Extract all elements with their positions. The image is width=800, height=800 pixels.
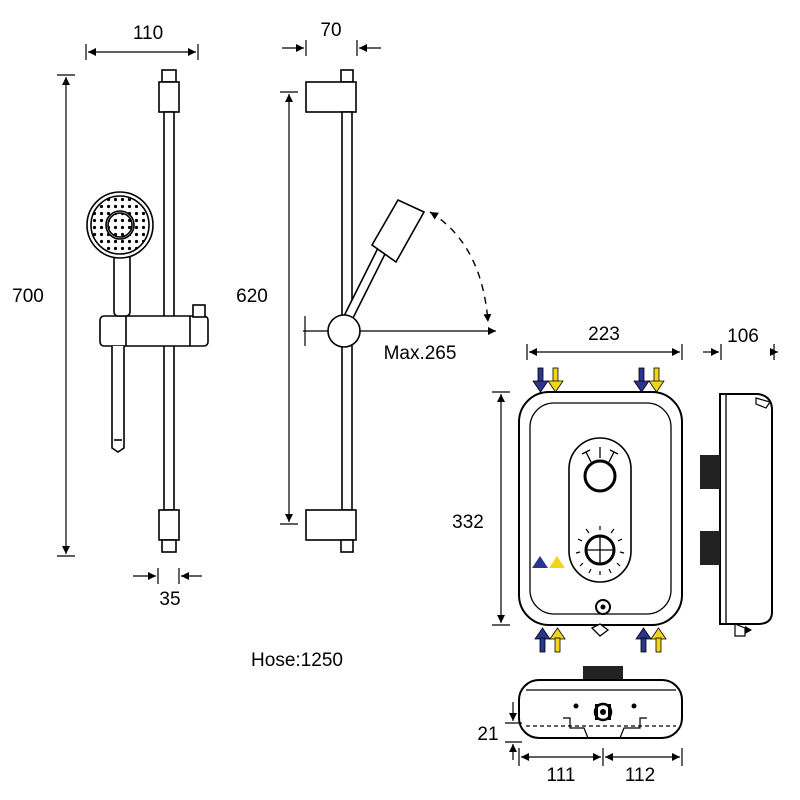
hose-front [111, 346, 125, 453]
handset-side [341, 198, 426, 321]
temperature-knob [581, 447, 619, 493]
inlet-left-111-label: 111 [547, 765, 576, 786]
up-arrow-icon [635, 627, 652, 653]
height-700-label: 700 [12, 286, 44, 307]
hot-indicator-icon [549, 556, 565, 568]
depth-106-dimension: 106 [703, 326, 778, 360]
diameter-35-dimension: 35 [133, 568, 202, 610]
up-arrow-icon [650, 627, 667, 653]
up-arrow-icon [549, 627, 566, 653]
side-connector-top [700, 455, 720, 489]
unit-bottom-view: 21 111 112 [477, 666, 683, 786]
width-223-label: 223 [588, 324, 620, 345]
bottom-inlet-arrows [534, 627, 667, 653]
height-620-dimension: 620 [236, 91, 298, 525]
power-dial [575, 526, 625, 575]
height-700-dimension: 700 [12, 74, 75, 557]
unit-side-casing [719, 393, 773, 625]
hose-length-label: Hose:1250 [251, 650, 343, 671]
inlet-right-112-label: 112 [625, 765, 655, 786]
bracket-knob-side: Max.265 [303, 314, 496, 364]
width-223-dimension: 223 [526, 324, 683, 360]
depth-70-dimension: 70 [282, 20, 381, 56]
width-110-label: 110 [133, 23, 163, 44]
swivel-arc [429, 211, 492, 323]
cold-indicator-icon [532, 556, 548, 568]
down-arrow-icon [633, 367, 650, 393]
slider-bracket [99, 304, 209, 347]
side-connector-bottom [700, 531, 720, 565]
down-arrow-icon [648, 367, 665, 393]
height-620-label: 620 [236, 286, 268, 307]
riser-rail [158, 69, 180, 553]
up-arrow-icon [534, 627, 551, 653]
unit-front-view: 223 332 [452, 324, 683, 653]
down-arrow-icon [532, 367, 549, 393]
height-332-label: 332 [452, 512, 484, 533]
depth-106-label: 106 [727, 326, 759, 347]
handset-front [86, 191, 154, 317]
diameter-35-label: 35 [159, 589, 180, 610]
inlet-position-dimension: 111 112 [518, 748, 683, 786]
height-332-dimension: 332 [452, 391, 510, 626]
offset-21-dimension: 21 [477, 702, 522, 760]
width-110-dimension: 110 [85, 23, 199, 60]
offset-21-label: 21 [477, 724, 498, 745]
depth-70-label: 70 [320, 20, 341, 41]
rail-front-view: 110 700 35 [12, 23, 343, 671]
inlet-valve [593, 702, 613, 722]
top-connector [583, 666, 623, 680]
rail-side-view: 70 620 Max.265 [236, 20, 496, 553]
unit-side-view: 106 [700, 326, 778, 637]
max-265-label: Max.265 [384, 343, 457, 364]
top-inlet-arrows [532, 367, 665, 393]
down-arrow-icon [547, 367, 564, 393]
